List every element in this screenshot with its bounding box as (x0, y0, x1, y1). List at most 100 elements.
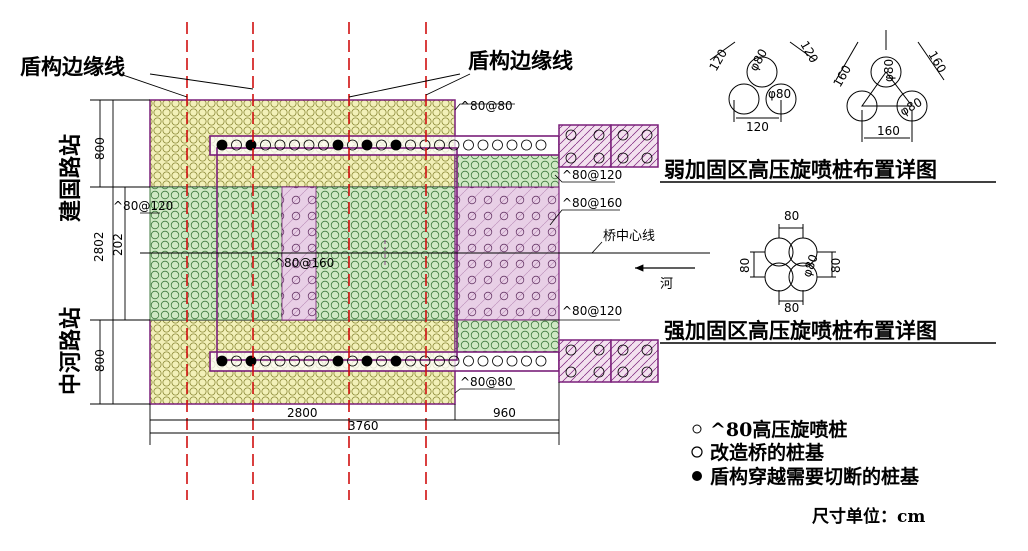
abutment-piles (565, 129, 653, 378)
bridge-pile (448, 139, 460, 151)
bridge-pile (318, 139, 329, 151)
weak-left-bottom-dim: 120 (746, 120, 769, 134)
bridge-pile (274, 139, 286, 151)
bridge-pile (463, 139, 474, 151)
bridge-pile (492, 139, 503, 151)
legend-filled-circle-icon (692, 471, 702, 481)
bridge-pile (434, 355, 445, 367)
bridge-pile (376, 355, 387, 367)
abutment-pile (593, 366, 605, 378)
bridge-pile (260, 355, 271, 367)
bridge-pile (289, 355, 300, 367)
station-top-label: 建国路站 (58, 134, 84, 222)
weak-right-d1: φ80 (882, 59, 896, 82)
cut-pile (361, 355, 373, 367)
abutment-pile (593, 129, 605, 141)
right-zone-green-upper (454, 154, 560, 188)
strong-top-dim: 80 (784, 209, 799, 223)
bridge-pile (419, 355, 431, 367)
annotation-80-80-bottom: ^80@80 (460, 375, 513, 389)
bridge-pile (506, 139, 518, 151)
bridge-pile (521, 355, 532, 367)
annotation-80-80-top: ^80@80 (460, 99, 513, 113)
bridge-pile (477, 139, 489, 151)
bridge-pile (492, 355, 503, 367)
right-zone-green-lower (454, 319, 560, 353)
strong-right-dim: 80 (829, 258, 843, 273)
weak-left-d2: φ80 (768, 87, 791, 101)
bridge-pile (274, 355, 286, 367)
dim-top-band: 800 (93, 137, 107, 160)
abutment-pile (617, 344, 629, 356)
bridge-pile (434, 139, 445, 151)
abutment-pile (593, 344, 605, 356)
abutment-pile (593, 152, 605, 164)
bridge-pile (376, 139, 387, 151)
strong-zone-title: 强加固区高压旋喷桩布置详图 (664, 318, 937, 343)
abutment-pile (641, 129, 653, 141)
bridge-pile (477, 355, 489, 367)
legend: ^80高压旋喷桩 改造桥的桩基 盾构穿越需要切断的桩基 (691, 418, 920, 488)
cut-pile (332, 355, 344, 367)
legend-item-3: 盾构穿越需要切断的桩基 (710, 465, 920, 488)
bridge-pile (521, 139, 532, 151)
bridge-pile (303, 355, 315, 367)
weak-left-top-dim: 120 (706, 47, 730, 74)
bridge-pile (405, 355, 416, 367)
bridge-pile (260, 139, 271, 151)
bridge-pile (318, 355, 329, 367)
weak-right-side-dim: 160 (925, 49, 949, 76)
abutment-pile (565, 129, 577, 141)
centerline-label-leader (591, 241, 603, 254)
river-label: 河 (660, 277, 673, 292)
weak-right-d2: φ80 (898, 95, 925, 119)
cut-pile (390, 355, 402, 367)
bridge-pile (303, 139, 315, 151)
cut-pile (332, 139, 344, 151)
weak-zone-title: 弱加固区高压旋喷桩布置详图 (664, 157, 937, 182)
annotation-80-120-lower-right: ^80@120 (562, 304, 622, 318)
cut-pile (245, 139, 257, 151)
bridge-pile (405, 139, 416, 151)
abutment-pile (617, 366, 629, 378)
dim-middle-band: 202 (111, 233, 125, 256)
annotation-80-160-center: ^80@160 (274, 256, 334, 270)
weak-right-bottom-dim: 160 (877, 124, 900, 138)
strong-bottom-dim: 80 (784, 301, 799, 315)
strong-zone-detail (750, 224, 836, 305)
weak-right-top-dim: 160 (830, 63, 854, 90)
bridge-pile (419, 139, 431, 151)
bridge-pile (535, 355, 547, 367)
abutment-bottom-left (558, 339, 612, 383)
bridge-pile (448, 355, 460, 367)
weak-zone-detail (709, 30, 945, 142)
cut-pile (216, 355, 228, 367)
abutment-pile (641, 344, 653, 356)
bridge-centerline-label: 桥中心线 (603, 229, 655, 244)
shield-edge-label-left: 盾构边缘线 (20, 54, 125, 79)
annotation-80-160-right: ^80@160 (562, 196, 622, 210)
bottom-dimension-lines (149, 382, 560, 445)
shield-edge-label-right: 盾构边缘线 (468, 48, 573, 73)
bridge-piles (216, 139, 547, 367)
dim-bottom-band: 800 (93, 349, 107, 372)
abutment-pile (641, 366, 653, 378)
legend-item-2: 改造桥的桩基 (710, 441, 825, 464)
legend-open-circle-icon (691, 446, 703, 458)
abutment-pile (617, 152, 629, 164)
bridge-pile (463, 355, 474, 367)
bridge-pile (231, 139, 242, 151)
bridge-pile (289, 139, 300, 151)
abutment-pile (565, 366, 577, 378)
weak-left-d1: φ80 (746, 46, 770, 73)
station-bottom-label: 中河路站 (58, 307, 84, 395)
cut-pile (216, 139, 228, 151)
dim-width-ext: 960 (493, 406, 516, 420)
annotation-80-120-upper-right: ^80@120 (562, 168, 622, 182)
shield-label-leaders (119, 73, 471, 98)
legend-item-1: ^80高压旋喷桩 (710, 418, 847, 441)
abutment-bottom-right (610, 339, 659, 383)
bridge-pile (347, 139, 358, 151)
dim-width-main: 2800 (287, 406, 318, 420)
